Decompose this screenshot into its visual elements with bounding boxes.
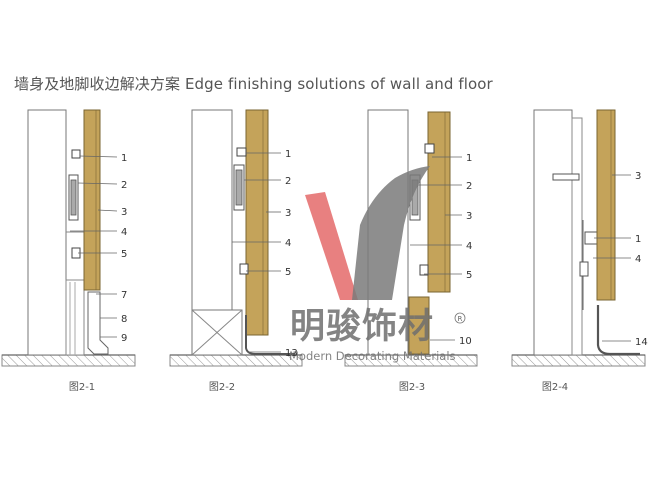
leader-line [97,209,118,212]
figure-caption: 图2-1 [69,381,95,393]
part-number-label: 1 [635,234,641,245]
floor-hatch [1,354,136,367]
figure-2-4 [511,109,646,367]
wood-panel [83,109,101,291]
figure-2-1 [1,109,136,367]
part-number-label: 3 [285,208,291,219]
figure-caption: 图2-3 [399,381,425,393]
part-number-label: 5 [466,270,472,281]
part-number-label: 14 [635,337,648,348]
part-number-label: 9 [121,333,127,344]
part-number-label: 4 [635,254,641,265]
stud [571,117,583,356]
wall [27,109,67,356]
floor-edge-profile [596,305,640,356]
part-number-label: 10 [459,336,472,347]
fastener [419,264,429,276]
part-number-label: 8 [121,314,127,325]
fastener [71,149,81,159]
floor-hatch [169,354,303,367]
part-number-label: 1 [121,153,127,164]
part-number-label: 5 [285,267,291,278]
wood-panel [596,109,616,301]
watermark-chinese-name: 明骏饰材 [290,306,434,347]
watermark-logo: 明骏饰材 R Modern Decorating Materials [289,166,466,363]
floor-edge-profile [245,315,295,355]
figure-caption: 图2-2 [209,381,235,393]
part-number-label: 3 [635,171,641,182]
fastener [239,263,249,275]
figure-2-2 [169,109,303,367]
anchor-bolt [552,173,580,181]
part-number-label: 13 [285,348,298,359]
part-number-label: 1 [285,149,291,160]
figure-captions: 图2-1 图2-2 图2-3 图2-4 [69,381,568,393]
part-number-label: 3 [466,211,472,222]
watermark-english-name: Modern Decorating Materials [289,349,456,363]
part-number-label: 7 [121,290,127,301]
logo-red-stroke [305,192,358,300]
clip-bracket [579,261,589,277]
wall [533,109,573,356]
part-number-label: 4 [466,241,472,252]
figure-caption: 图2-4 [542,381,568,393]
leader-line [77,182,118,185]
part-number-label: 2 [121,180,127,191]
part-number-label: 1 [466,153,472,164]
wood-panel [245,109,269,336]
part-number-label: 2 [285,176,291,187]
floor-hatch [511,354,646,367]
fastener [424,143,435,154]
wood-skirting [408,296,430,355]
fastener [236,147,247,157]
page-title: 墙身及地脚收边解决方案 Edge finishing solutions of … [14,75,493,93]
part-number-label: 5 [121,249,127,260]
part-number-label: 2 [466,181,472,192]
part-number-label: 4 [285,238,291,249]
part-number-label: 3 [121,207,127,218]
skirting-profile [87,291,109,355]
registered-mark: R [458,315,463,323]
leader-line [79,155,118,158]
wall [191,109,233,311]
logo-gray-stroke [352,166,430,300]
wood-panel [427,111,451,293]
part-number-label: 4 [121,227,127,238]
